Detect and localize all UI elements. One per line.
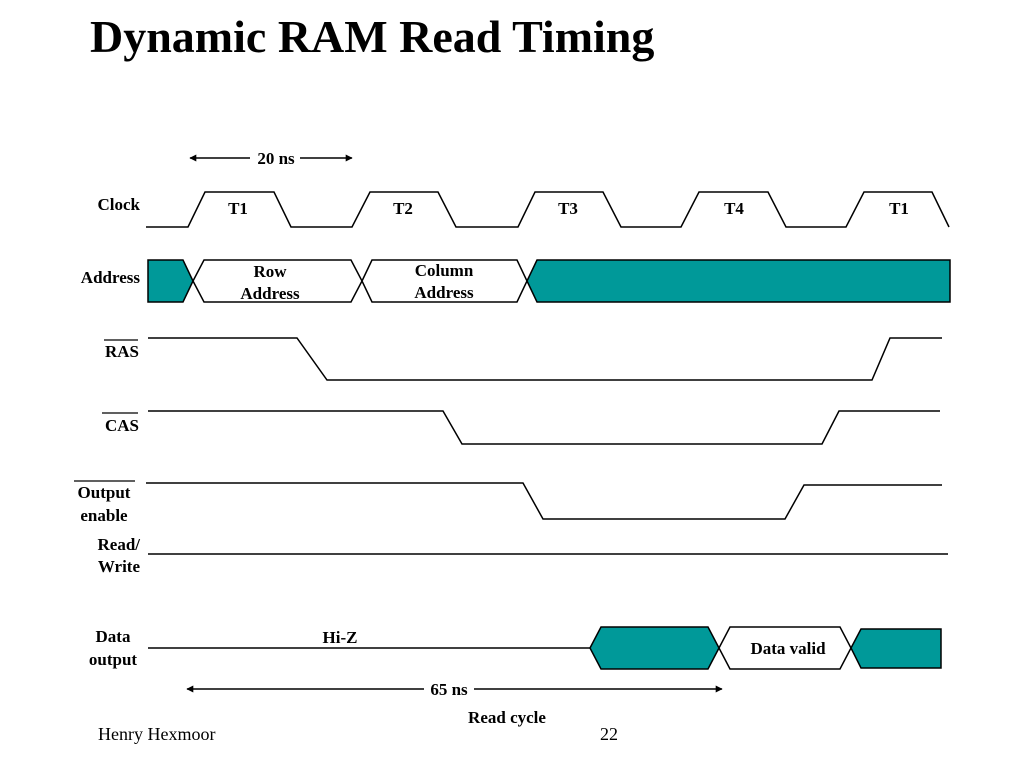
clock-cycle-label-3: T3 bbox=[558, 199, 578, 218]
slide-title: Dynamic RAM Read Timing bbox=[90, 11, 655, 62]
output-enable-waveform bbox=[146, 482, 942, 520]
ras-waveform bbox=[148, 337, 942, 381]
row-address-text-line2: Address bbox=[240, 284, 300, 303]
address-invalid-start bbox=[147, 259, 194, 303]
cas-label: CAS bbox=[105, 416, 139, 435]
footer-author: Henry Hexmoor bbox=[98, 724, 216, 744]
clock-cycle-label-5: T1 bbox=[889, 199, 909, 218]
column-address-text-line1: Column bbox=[415, 261, 474, 280]
data-output-transition-segment bbox=[589, 626, 720, 670]
column-address-text-line2: Address bbox=[414, 283, 474, 302]
ras-signal: RAS bbox=[104, 337, 942, 381]
clock-cycle-label-1: T1 bbox=[228, 199, 248, 218]
read-write-label-line1: Read/ bbox=[98, 535, 141, 554]
data-output-label-line1: Data bbox=[96, 627, 131, 646]
ras-label: RAS bbox=[105, 342, 139, 361]
clock-waveform bbox=[146, 191, 950, 228]
hi-z-label: Hi-Z bbox=[323, 628, 358, 647]
cas-waveform bbox=[148, 410, 940, 445]
read-write-label-line2: Write bbox=[98, 557, 141, 576]
clock-period-dimension: 20 ns bbox=[189, 149, 353, 168]
row-address-text-line1: Row bbox=[253, 262, 287, 281]
clock-period-label: 20 ns bbox=[257, 149, 295, 168]
clock-label: Clock bbox=[98, 195, 141, 214]
footer-page-number: 22 bbox=[600, 724, 618, 744]
address-signal: Address Row Address Column Address bbox=[81, 259, 951, 303]
data-valid-label: Data valid bbox=[750, 639, 826, 658]
address-invalid-end bbox=[526, 259, 951, 303]
clock-cycle-label-2: T2 bbox=[393, 199, 413, 218]
data-output-label-line2: output bbox=[89, 650, 138, 669]
read-cycle-dimension: 65 ns Read cycle bbox=[186, 680, 723, 727]
clock-signal: Clock T1 T2 T3 T4 T1 bbox=[98, 191, 950, 228]
address-label: Address bbox=[81, 268, 141, 287]
read-cycle-label: Read cycle bbox=[468, 708, 546, 727]
read-write-signal: Read/ Write bbox=[98, 535, 948, 576]
read-cycle-duration-label: 65 ns bbox=[430, 680, 468, 699]
cas-signal: CAS bbox=[102, 410, 940, 445]
clock-cycle-label-4: T4 bbox=[724, 199, 744, 218]
data-output-after-segment bbox=[850, 628, 942, 669]
output-enable-signal: Output enable bbox=[74, 480, 942, 525]
output-enable-label-line1: Output bbox=[78, 483, 131, 502]
data-output-signal: Data output Hi-Z Data valid bbox=[89, 626, 942, 670]
output-enable-label-line2: enable bbox=[80, 506, 128, 525]
